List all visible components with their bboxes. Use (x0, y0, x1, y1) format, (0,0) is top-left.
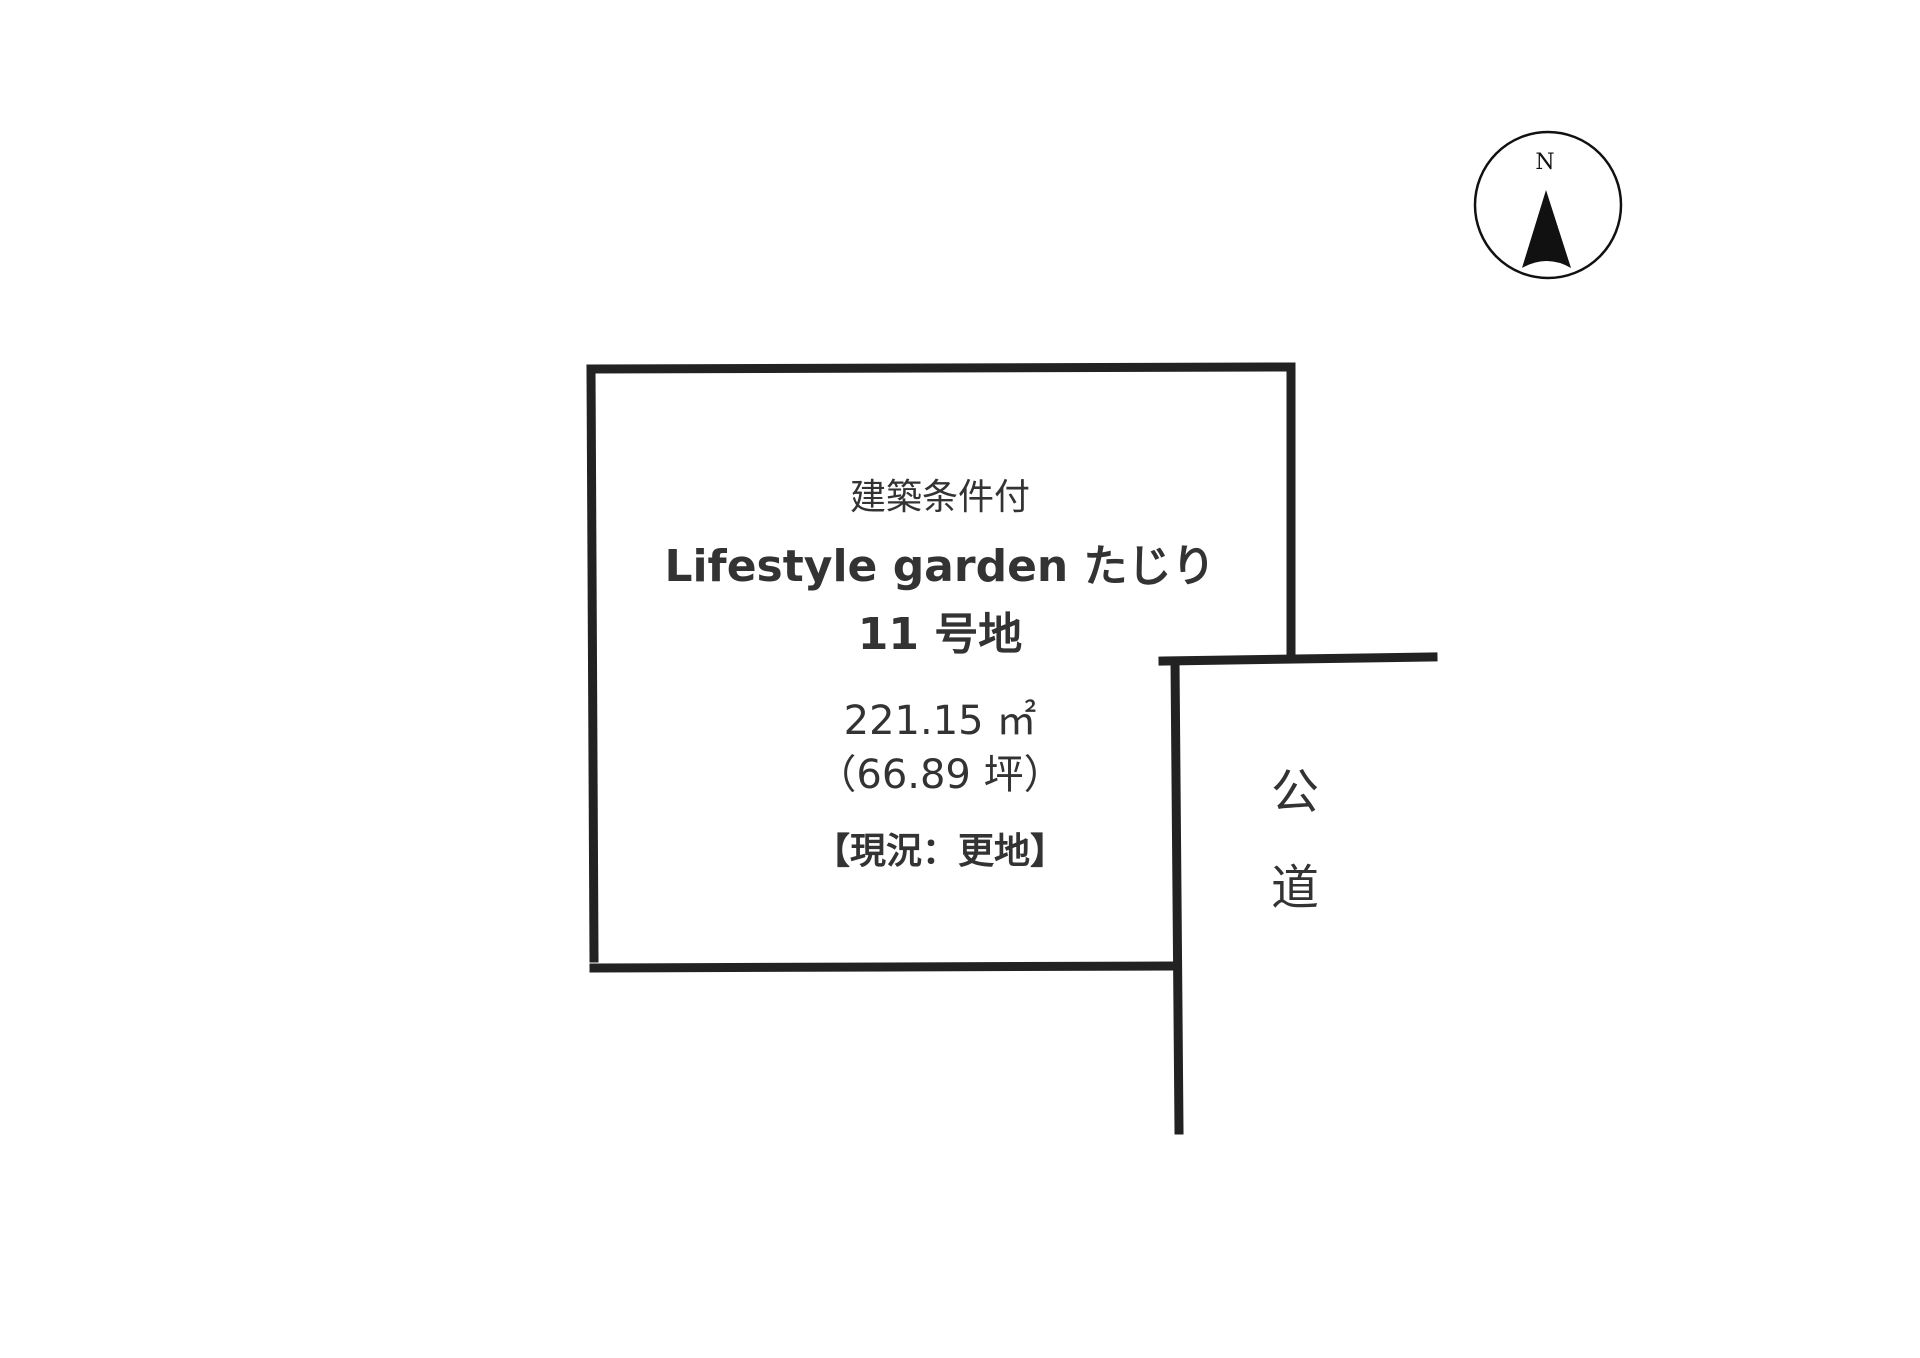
north-arrow-icon (1473, 130, 1623, 280)
area-square-meters: 221.15 ㎡ (843, 698, 1037, 744)
area-tsubo: （66.89 坪） (816, 752, 1064, 798)
road-edge-west (1170, 656, 1184, 1135)
road-label-char-2: 道 (1270, 860, 1319, 916)
development-name: Lifestyle garden たじり (664, 541, 1216, 592)
north-label: N (1535, 150, 1555, 175)
lot-boundary-south (589, 961, 1175, 973)
road-label-char-1: 公 (1270, 764, 1319, 820)
building-condition-label: 建築条件付 (849, 477, 1030, 518)
road-boundary (1158, 652, 1438, 1135)
lot-boundary (586, 362, 1296, 973)
compass-arrow (1522, 190, 1571, 268)
current-status: 【現況：更地】 (813, 831, 1066, 872)
road-edge-north (1158, 652, 1438, 666)
lot-boundary-north (586, 362, 1296, 374)
compass-circle (1473, 130, 1623, 280)
lot-boundary-west (586, 364, 599, 963)
lot-number: 11 号地 (857, 609, 1023, 660)
